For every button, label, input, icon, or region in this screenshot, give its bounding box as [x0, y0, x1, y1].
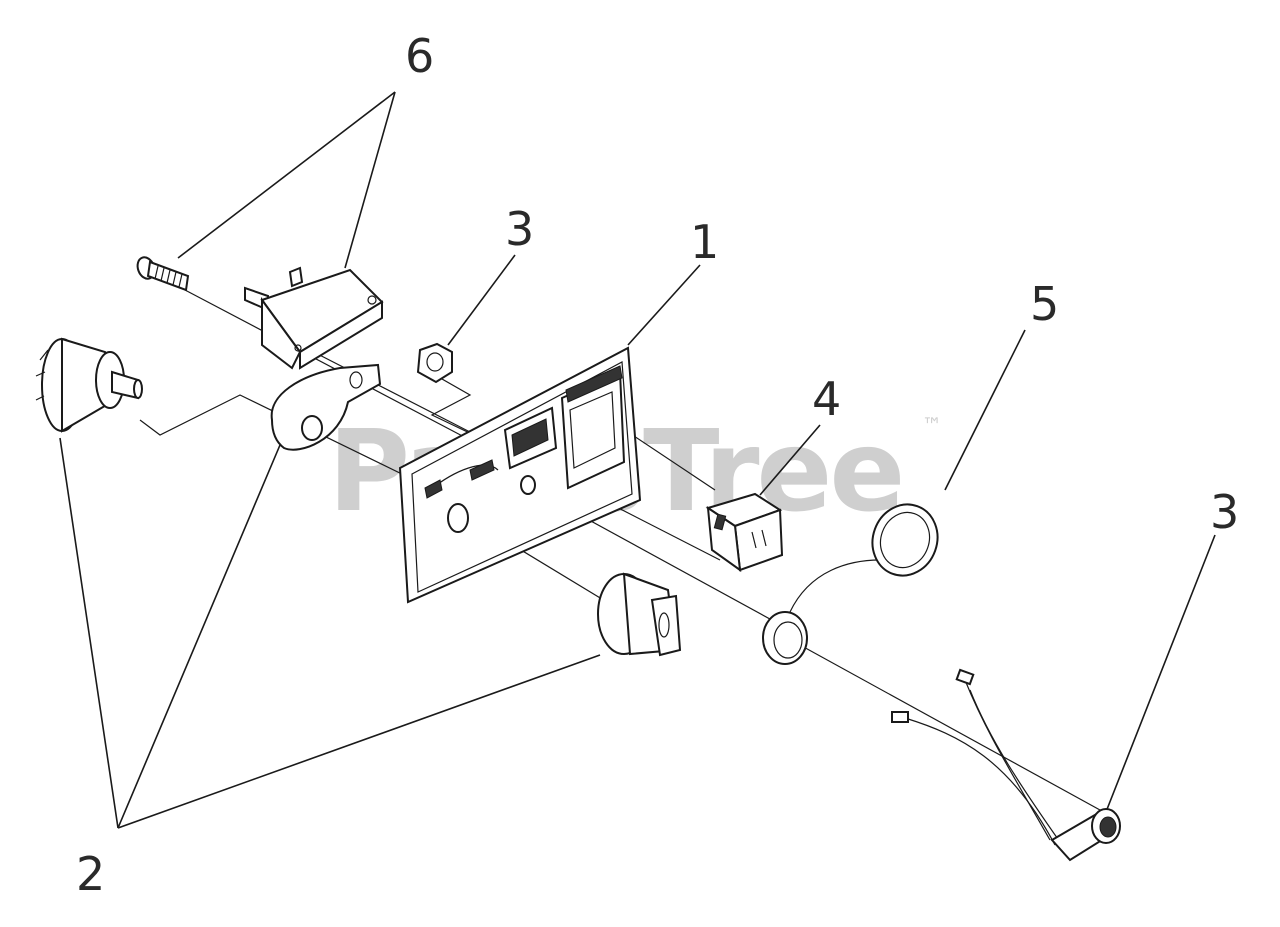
- bolt-part: [136, 256, 190, 292]
- control-panel-part: [398, 346, 642, 604]
- guide-line-nut: [430, 374, 481, 439]
- guide-line-bolt: [184, 289, 471, 441]
- callout-3-fuse: 3: [1210, 485, 1239, 539]
- leader-6-diode: [344, 91, 396, 269]
- control-knob-part: [597, 572, 682, 657]
- callout-6: 6: [405, 29, 434, 83]
- leader-3-fuse: [1101, 534, 1216, 823]
- leader-6-bolt: [177, 91, 396, 259]
- callout-5: 5: [1030, 277, 1059, 331]
- leader-3-nut: [447, 254, 516, 346]
- callout-4: 4: [812, 372, 841, 426]
- hex-nut-part: [416, 342, 453, 384]
- leader-2-knob: [117, 654, 601, 829]
- leader-5-cap: [944, 329, 1026, 491]
- leader-2-washer: [117, 444, 281, 829]
- leader-2-switch: [59, 437, 119, 829]
- callout-1: 1: [690, 215, 719, 269]
- leader-1-panel: [627, 264, 701, 346]
- guide-line-receptacle: [624, 429, 716, 491]
- callout-labels: 6 3 1 5 4 3 2: [76, 29, 1239, 901]
- diode-module-part: [244, 266, 384, 370]
- watermark-trademark: ™: [922, 413, 942, 437]
- fuse-holder-part: [891, 668, 1121, 862]
- leader-4-receptacle: [759, 424, 821, 496]
- leader-lines: [59, 91, 1216, 829]
- outlet-cap-part: [762, 503, 939, 665]
- callout-2: 2: [76, 847, 105, 901]
- ignition-switch-part: [35, 337, 143, 433]
- guide-line-fuse: [799, 644, 1101, 811]
- washer-plate-part: [270, 363, 382, 451]
- callout-3-nut: 3: [505, 202, 534, 256]
- receptacle-part: [705, 492, 784, 573]
